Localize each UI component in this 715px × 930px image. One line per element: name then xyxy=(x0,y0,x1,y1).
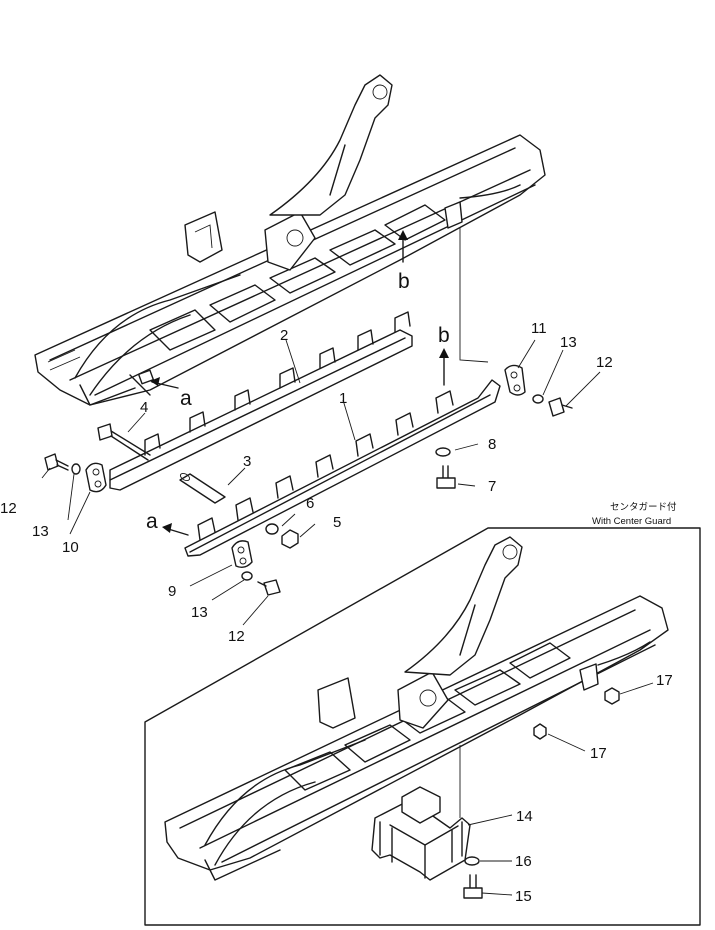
washer-part-8 xyxy=(435,447,451,457)
guard-part-1 xyxy=(184,379,501,557)
nut-part-17-lower xyxy=(533,723,547,740)
washer-part-13-bottom xyxy=(241,571,253,581)
part-number-13-bottom: 13 xyxy=(191,604,208,621)
nut-part-17-upper xyxy=(604,687,620,705)
washer-part-13-right xyxy=(532,394,544,404)
part-number-12-left: 12 xyxy=(0,500,17,517)
inset-track-frame xyxy=(164,536,669,881)
part-number-17-upper: 17 xyxy=(656,672,673,689)
part-number-11: 11 xyxy=(531,320,547,337)
inset-leader-lines xyxy=(459,682,654,896)
inset-note-japanese: センタガード付 xyxy=(610,502,677,513)
washer-part-16 xyxy=(464,856,480,866)
arrow-b-lower xyxy=(439,348,449,386)
part-number-8: 8 xyxy=(488,436,496,453)
arrow-b-upper xyxy=(398,230,408,263)
part-number-15: 15 xyxy=(515,888,532,905)
part-number-13-right: 13 xyxy=(560,334,577,351)
bolt-part-12-right xyxy=(548,397,573,417)
inset-note-english: With Center Guard xyxy=(592,516,671,527)
part-number-14: 14 xyxy=(516,808,533,825)
letter-a-lower: a xyxy=(146,510,158,533)
washer-part-13-left xyxy=(71,463,81,475)
nut-part-5 xyxy=(281,529,299,549)
part-number-9: 9 xyxy=(168,583,176,600)
part-number-3: 3 xyxy=(243,453,251,470)
part-number-6: 6 xyxy=(306,495,314,512)
part-number-5: 5 xyxy=(333,514,341,531)
part-number-1: 1 xyxy=(339,390,347,407)
letter-b-lower: b xyxy=(438,324,450,347)
washer-part-6 xyxy=(265,523,279,535)
part-number-16: 16 xyxy=(515,853,532,870)
part-number-13-left: 13 xyxy=(32,523,49,540)
part-number-12-bottom: 12 xyxy=(228,628,245,645)
part-number-17-lower: 17 xyxy=(590,745,607,762)
arrow-a-upper xyxy=(150,377,179,389)
part-number-7: 7 xyxy=(488,478,496,495)
part-number-10: 10 xyxy=(62,539,79,556)
bolt-part-7 xyxy=(436,465,456,489)
bolt-part-4 xyxy=(97,423,151,461)
bolt-part-15 xyxy=(463,874,483,899)
clip-part-9 xyxy=(231,540,253,569)
upper-track-frame xyxy=(34,74,546,406)
bolt-part-12-bottom xyxy=(257,579,281,596)
leader-lines xyxy=(41,228,601,626)
part-number-4: 4 xyxy=(140,399,148,416)
guard-part-2 xyxy=(109,311,413,491)
letter-a-upper: a xyxy=(180,387,192,410)
center-guard-part-14 xyxy=(371,786,471,881)
part-number-12-right: 12 xyxy=(596,354,613,371)
arrow-a-lower xyxy=(162,523,189,536)
part-number-2: 2 xyxy=(280,327,288,344)
letter-b-upper: b xyxy=(398,270,410,293)
pin-part-3 xyxy=(179,472,226,504)
bolt-part-12-left xyxy=(44,453,69,471)
inset-panel xyxy=(144,527,701,926)
clip-part-10 xyxy=(85,462,107,493)
clip-part-11 xyxy=(504,364,526,396)
